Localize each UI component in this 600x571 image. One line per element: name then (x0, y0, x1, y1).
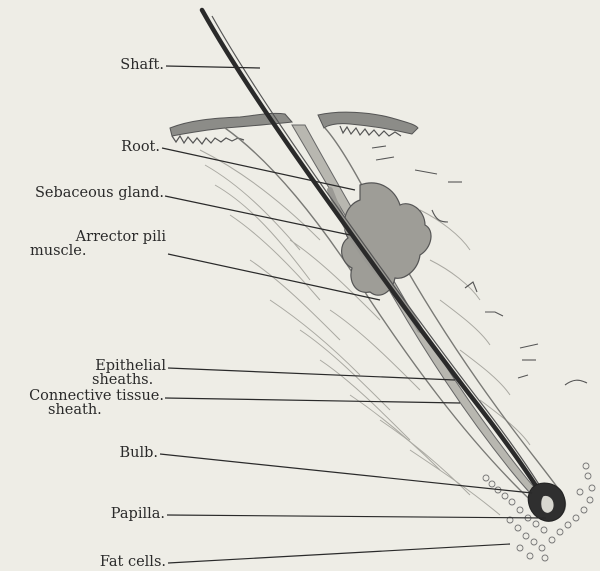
label-shaft: Shaft. (86, 58, 164, 72)
label-arrector-pili-line2: muscle. (30, 244, 166, 258)
papilla-shape (541, 495, 554, 513)
label-epithelial-line2: sheaths. (50, 373, 166, 387)
leader-fat-cells (168, 544, 510, 563)
label-root: Root. (86, 140, 160, 154)
epidermis-left-teeth (172, 136, 244, 144)
label-arrector-pili-line1: Arrector pili (30, 230, 166, 244)
leader-epithelial (168, 368, 455, 380)
label-epithelial-sheaths: Epithelial sheaths. (50, 359, 166, 387)
label-sebaceous-gland: Sebaceous gland. (4, 186, 164, 200)
leader-connective (165, 398, 460, 403)
label-bulb: Bulb. (80, 446, 158, 460)
label-connective-line2: sheath. (6, 403, 164, 417)
epidermis-right (318, 112, 418, 134)
label-papilla: Papilla. (80, 507, 165, 521)
label-fat-cells: Fat cells. (80, 555, 166, 569)
leader-papilla (167, 515, 546, 518)
leader-shaft (166, 66, 260, 68)
label-connective-tissue-sheath: Connective tissue. sheath. (6, 389, 164, 417)
label-epithelial-line1: Epithelial (50, 359, 166, 373)
label-arrector-pili: Arrector pili muscle. (30, 230, 166, 258)
label-connective-line1: Connective tissue. (6, 389, 164, 403)
leader-bulb (160, 454, 532, 493)
leader-sebaceous (165, 196, 350, 235)
connective-sheath-outline (225, 128, 565, 518)
